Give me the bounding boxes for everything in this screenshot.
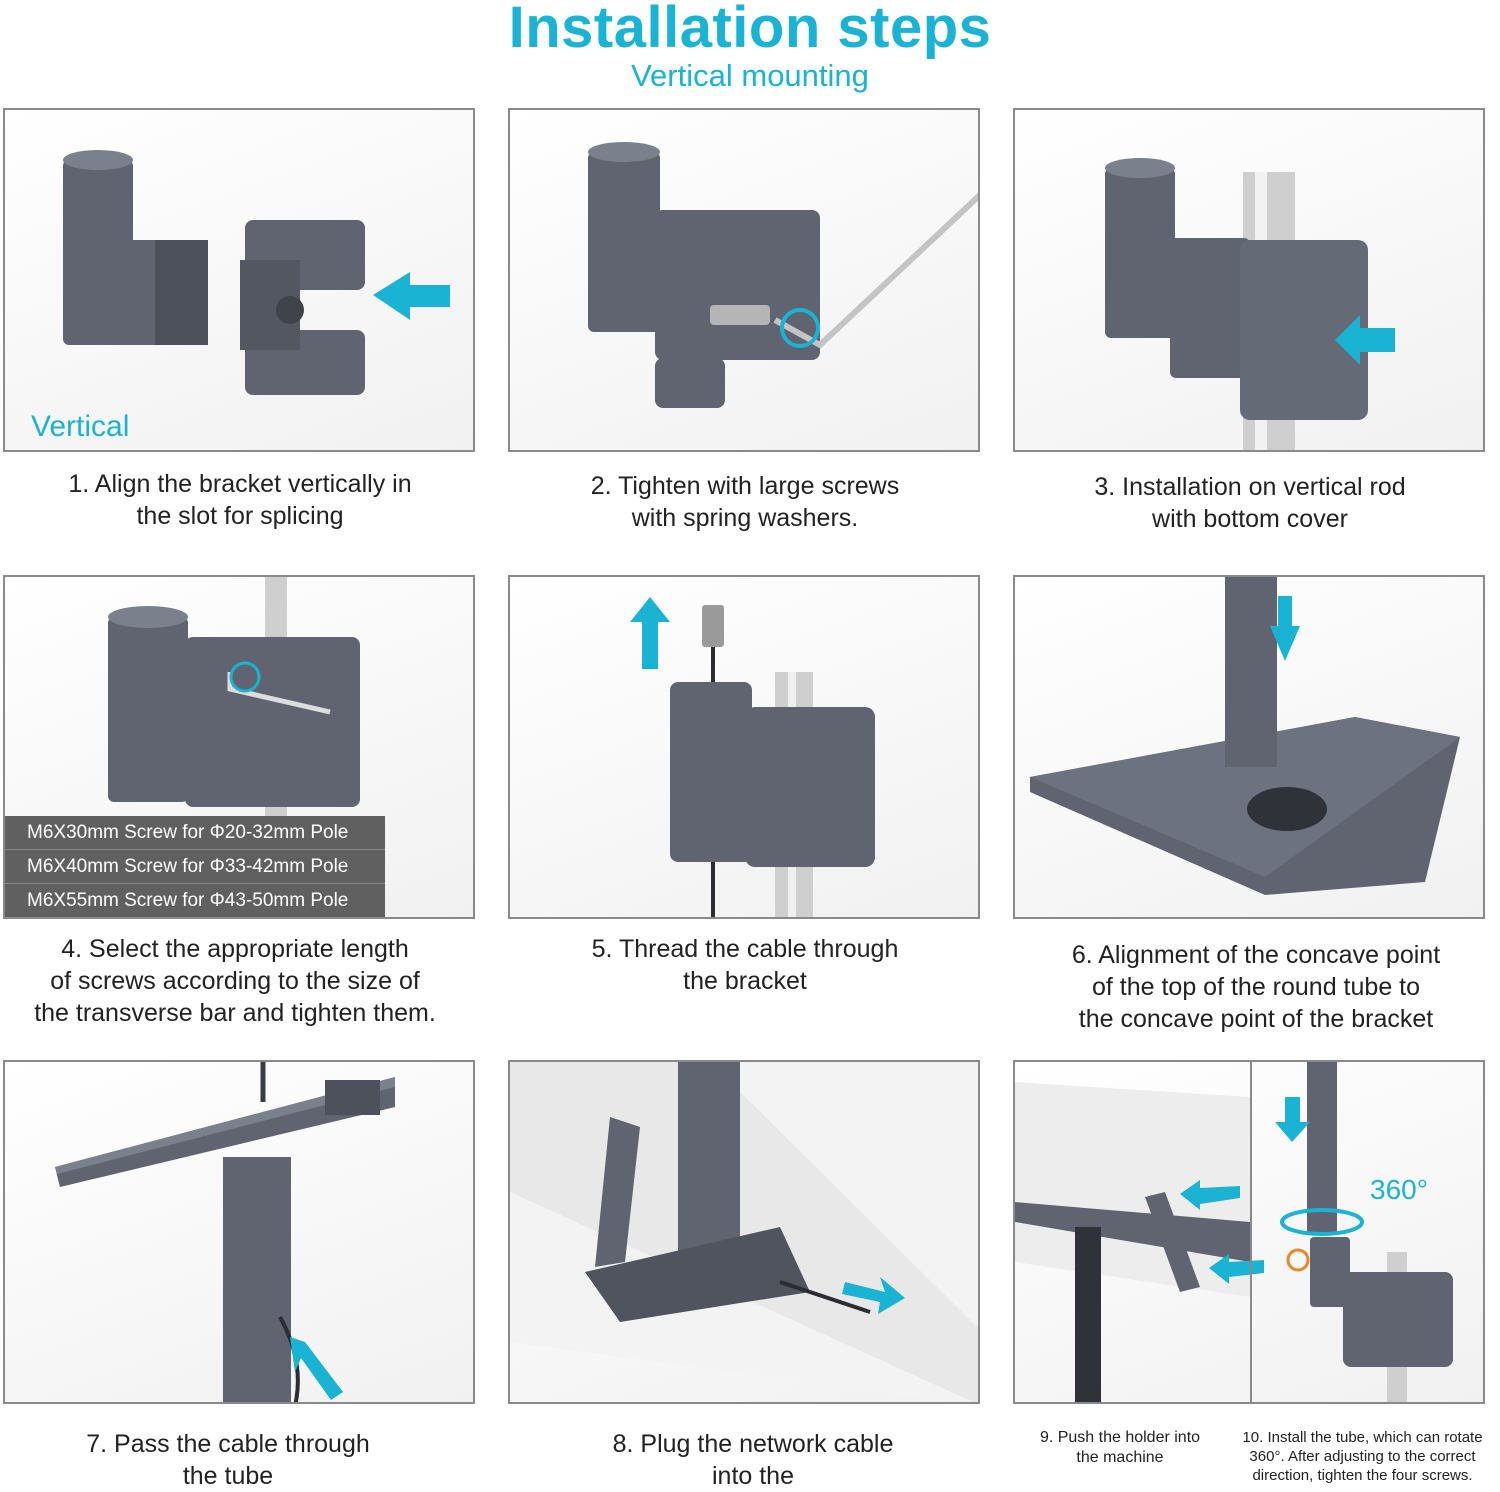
- step-4-panel: M6X30mm Screw for Φ20-32mm Pole M6X40mm …: [3, 575, 475, 919]
- screw-tighten-illustration: [588, 142, 978, 408]
- step-8-caption: 8. Plug the network cable into the: [612, 1430, 894, 1490]
- transverse-bar-illustration: [108, 577, 360, 917]
- screw-size-row: M6X40mm Screw for Φ33-42mm Pole: [5, 849, 385, 883]
- step-6-panel: [1013, 575, 1485, 919]
- step-7-panel: [3, 1060, 475, 1404]
- step-7-caption: 7. Pass the cable through the tube: [86, 1430, 370, 1490]
- arrow-left-icon: [373, 272, 450, 320]
- step-2-panel: [508, 108, 980, 452]
- vertical-rod-illustration: [1105, 158, 1395, 450]
- arrow-up-left-icon: [290, 1337, 343, 1400]
- holder-and-tube-illustration: [1015, 1062, 1453, 1402]
- step-2-caption: 2. Tighten with large screws with spring…: [590, 472, 900, 532]
- step-6-caption: 6. Alignment of the concave point of the…: [1071, 941, 1441, 1033]
- screw-rotate-icon: [1286, 1248, 1310, 1272]
- screw-size-row: M6X30mm Screw for Φ20-32mm Pole: [27, 822, 349, 843]
- rotation-360-label: 360°: [1370, 1174, 1428, 1205]
- step-3-panel: [1013, 108, 1485, 452]
- network-cable-illustration: [510, 1062, 978, 1402]
- screw-size-table: M6X30mm Screw for Φ20-32mm Pole M6X40mm …: [5, 816, 385, 917]
- arrow-up-icon: [630, 597, 670, 669]
- vertical-label: Vertical: [31, 410, 130, 443]
- cable-thread-illustration: [630, 597, 875, 917]
- rotate-icon: [780, 308, 820, 348]
- step-5-caption: 5. Thread the cable through the bracket: [591, 935, 899, 995]
- step-9-10-panel: 360°: [1013, 1060, 1485, 1404]
- step-1-caption: 1. Align the bracket vertically in the s…: [68, 470, 412, 530]
- arrow-down-icon: [1275, 1097, 1310, 1142]
- page-title: Installation steps: [508, 0, 992, 60]
- rotate-icon: [1280, 1208, 1364, 1236]
- bracket-parts-illustration: [63, 150, 450, 395]
- tube-alignment-illustration: [1030, 577, 1460, 895]
- cable-through-tube-illustration: [55, 1062, 395, 1402]
- screw-size-row: M6X55mm Screw for Φ43-50mm Pole: [5, 883, 385, 917]
- step-10-caption: 10. Install the tube, which can rotate 3…: [1242, 1429, 1483, 1484]
- page-subtitle: Vertical mounting: [631, 58, 869, 93]
- step-9-caption: 9. Push the holder into the machine: [1039, 1429, 1201, 1466]
- step-4-caption: 4. Select the appropriate length of scre…: [34, 935, 436, 1027]
- arrow-right-icon: [842, 1277, 905, 1314]
- arrow-down-icon: [1270, 596, 1300, 661]
- step-5-panel: [508, 575, 980, 919]
- step-1-panel: Vertical: [3, 108, 475, 452]
- arrow-left-icon: [1335, 315, 1395, 365]
- step-8-panel: [508, 1060, 980, 1404]
- arrow-left-icon: [1180, 1180, 1240, 1210]
- step-3-caption: 3. Installation on vertical rod with bot…: [1094, 473, 1406, 533]
- rotate-icon: [229, 661, 261, 693]
